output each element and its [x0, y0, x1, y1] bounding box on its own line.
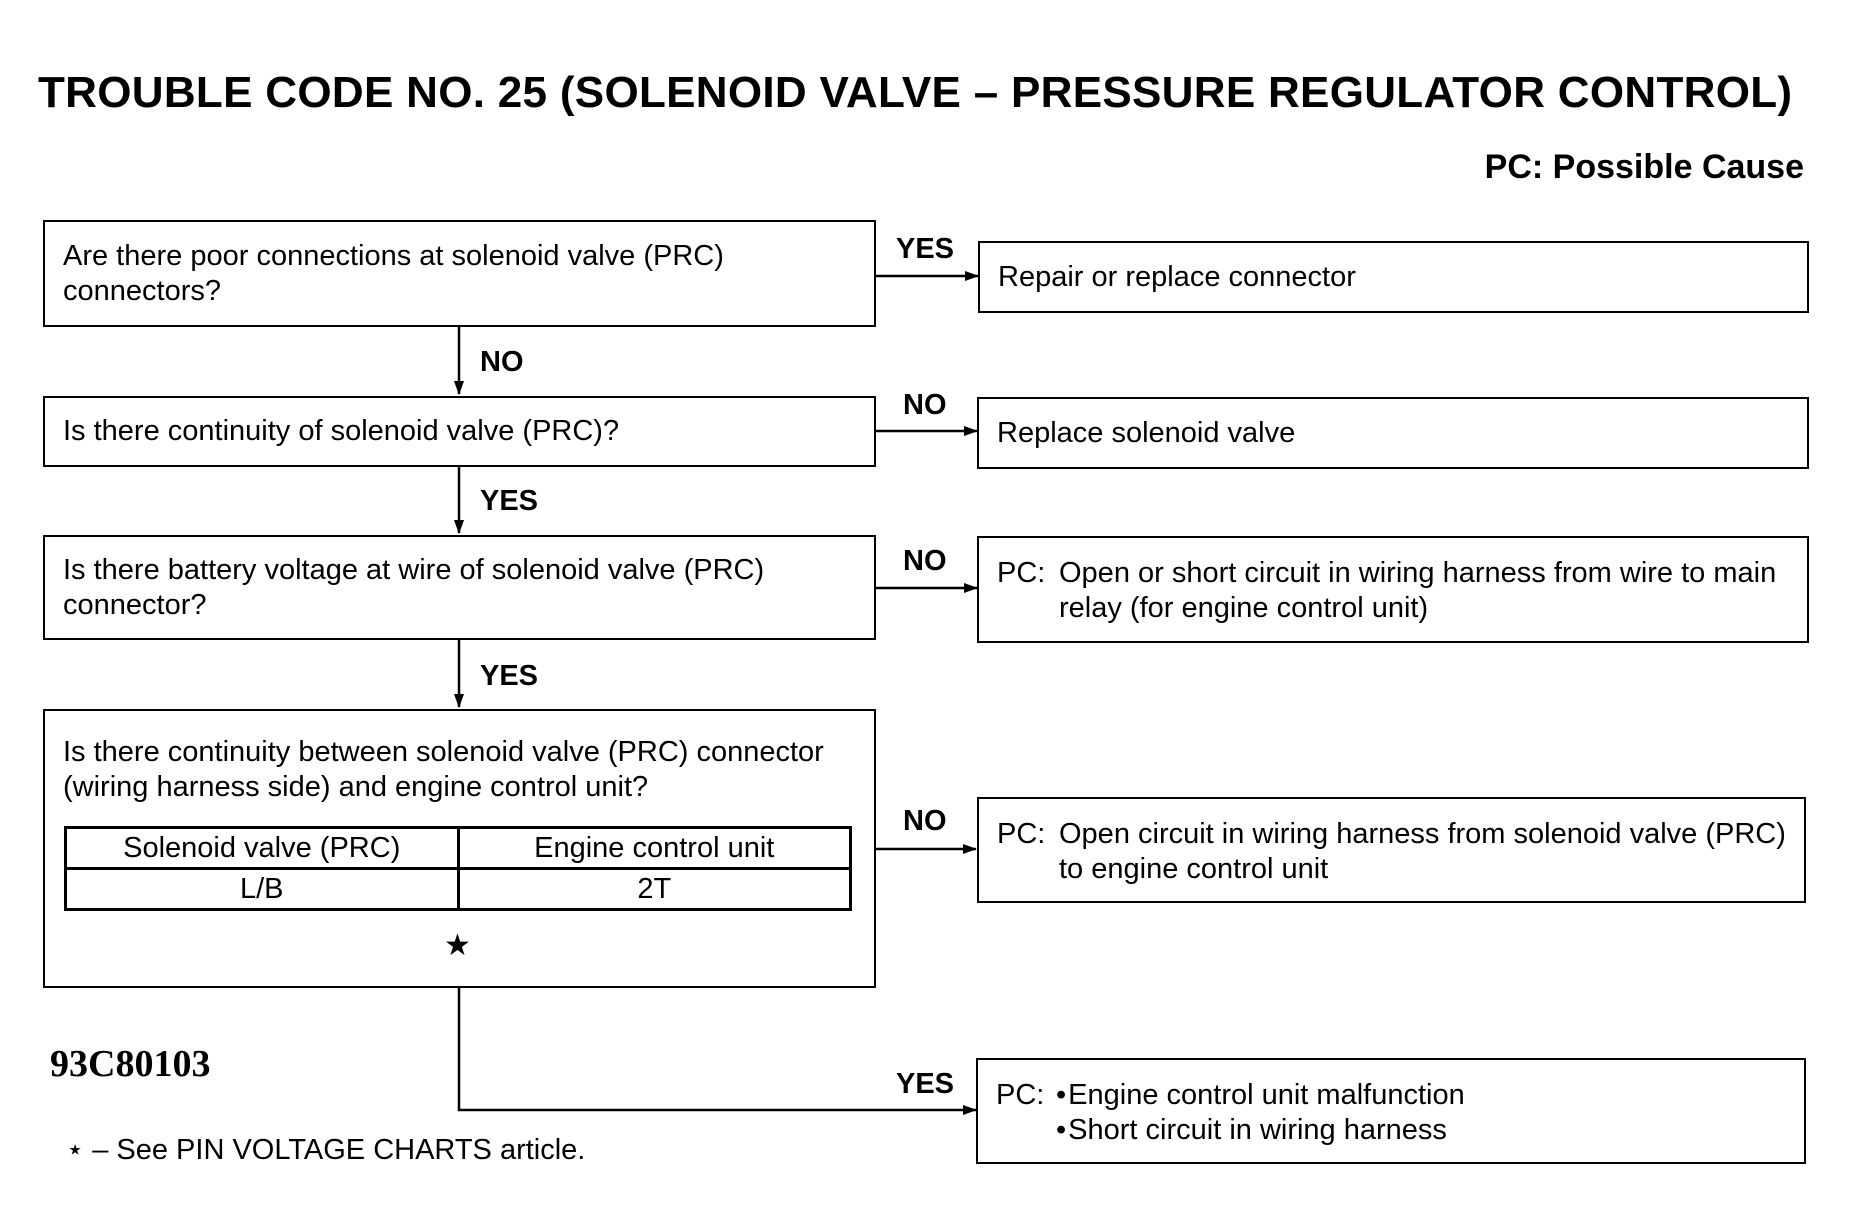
table-cell: 2T: [456, 867, 852, 911]
label-yes: YES: [480, 660, 539, 692]
label-no: NO: [903, 805, 947, 837]
question-box-battery-voltage: Is there battery voltage at wire of sole…: [43, 535, 876, 640]
result-box-replace-solenoid: Replace solenoid valve: [977, 397, 1809, 469]
result-box-repair-connector: Repair or replace connector: [978, 241, 1809, 313]
legend-possible-cause: PC: Possible Cause: [1484, 148, 1804, 186]
table-row: L/B 2T: [64, 867, 852, 911]
label-yes: YES: [480, 485, 539, 517]
table-header-row: Solenoid valve (PRC) Engine control unit: [64, 826, 852, 870]
pc-label: PC:: [997, 557, 1046, 589]
result-text: Repair or replace connector: [998, 260, 1356, 293]
result-text: Open or short circuit in wiring harness …: [1059, 557, 1777, 624]
pin-connection-table: Solenoid valve (PRC) Engine control unit…: [64, 826, 852, 911]
result-box-ecu-malfunction: PC: Engine control unit malfunction Shor…: [976, 1058, 1806, 1164]
result-box-open-short-main-relay: PC: Open or short circuit in wiring harn…: [977, 536, 1809, 643]
connector-step4-yes: [457, 988, 977, 1115]
figure-id: 93C80103: [50, 1043, 211, 1085]
label-no: NO: [480, 346, 524, 378]
question-text: Is there continuity between solenoid val…: [63, 736, 824, 803]
table-header-cell: Solenoid valve (PRC): [64, 826, 460, 870]
question-box-poor-connections: Are there poor connections at solenoid v…: [43, 220, 876, 327]
question-text: Are there poor connections at solenoid v…: [63, 239, 724, 307]
question-text: Is there battery voltage at wire of sole…: [63, 553, 765, 621]
result-text: Open circuit in wiring harness from sole…: [1059, 818, 1786, 885]
table-cell: L/B: [64, 867, 460, 911]
label-no: NO: [903, 545, 947, 577]
pc-label: PC:: [997, 818, 1046, 850]
footnote: ⋆ – See PIN VOLTAGE CHARTS article.: [66, 1134, 586, 1166]
star-icon: ★: [444, 929, 471, 962]
pc-label: PC:: [996, 1079, 1045, 1111]
result-bullet-list: Engine control unit malfunction Short ci…: [1056, 1078, 1786, 1148]
label-no: NO: [903, 389, 947, 421]
result-box-open-circuit-ecu: PC: Open circuit in wiring harness from …: [977, 797, 1806, 903]
question-text: Is there continuity of solenoid valve (P…: [63, 415, 620, 447]
label-yes: YES: [896, 1068, 955, 1100]
bullet-item: Engine control unit malfunction: [1056, 1078, 1786, 1113]
bullet-item: Short circuit in wiring harness: [1056, 1113, 1786, 1148]
question-box-continuity-solenoid: Is there continuity of solenoid valve (P…: [43, 396, 876, 467]
table-header-cell: Engine control unit: [456, 826, 852, 870]
chart-title: TROUBLE CODE NO. 25 (SOLENOID VALVE – PR…: [38, 68, 1793, 117]
result-text: Replace solenoid valve: [997, 416, 1296, 449]
label-yes: YES: [896, 233, 955, 265]
